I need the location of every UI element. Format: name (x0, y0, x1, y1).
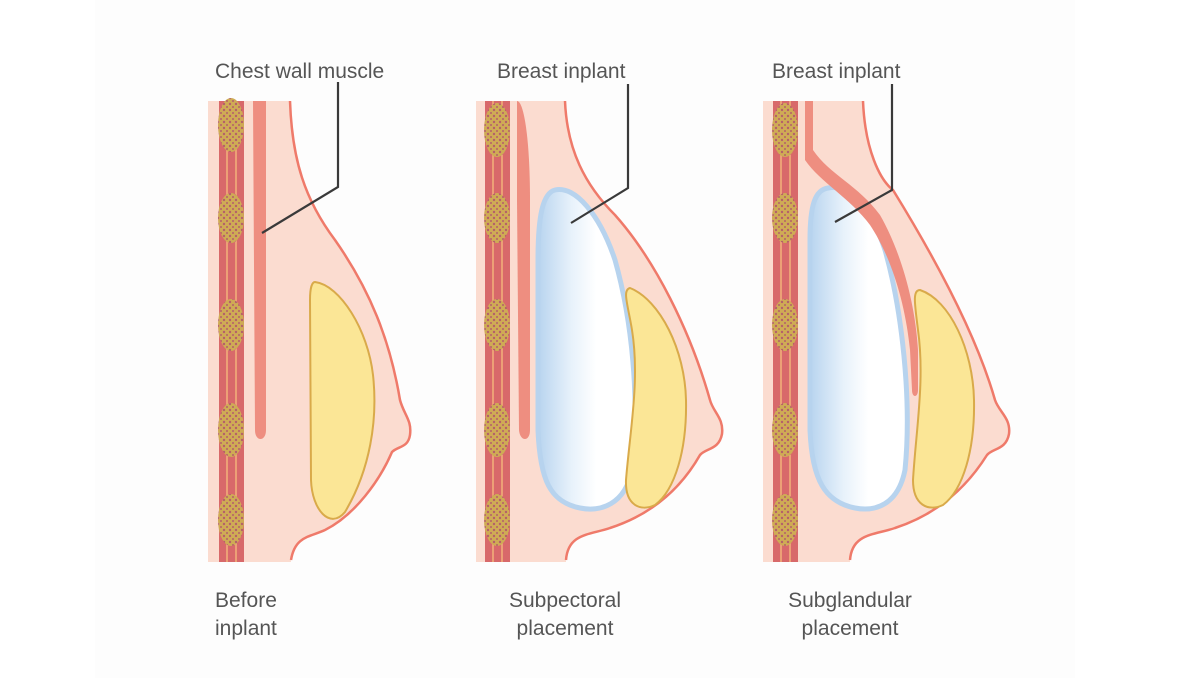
leader-line (834, 84, 894, 223)
breast-implant (535, 186, 638, 512)
caption-line: inplant (215, 617, 277, 640)
ribs (218, 98, 244, 546)
mammary-gland (911, 288, 976, 509)
chest-wall-muscle (805, 101, 918, 396)
panel-subpectoral (476, 84, 724, 562)
caption-line: placement (801, 617, 899, 640)
leader-line (570, 84, 630, 224)
caption-subpectoral: Subpectoral placement (490, 587, 640, 643)
callout-breast-implant-subglandular: Breast inplant (772, 60, 901, 83)
callout-chest-wall-muscle: Chest wall muscle (215, 60, 385, 83)
ribs (484, 103, 510, 546)
caption-line: placement (516, 617, 614, 640)
mammary-gland (308, 280, 376, 520)
skin-outline (288, 100, 412, 561)
caption-line: Subpectoral (508, 589, 622, 612)
caption-line: Before (215, 589, 277, 612)
callout-breast-implant-subpectoral: Breast inplant (497, 60, 626, 83)
caption-subglandular: Subglandular placement (770, 587, 930, 643)
chest-wall-muscle (253, 101, 266, 439)
leader-line (261, 82, 340, 234)
panel-subglandular (763, 84, 1011, 562)
mammary-gland (624, 286, 688, 509)
chest-wall-muscle (517, 101, 530, 439)
panel-before (208, 82, 412, 562)
caption-before-implant: Before inplant (215, 587, 277, 643)
skin-outline (563, 100, 724, 561)
ribs (772, 103, 798, 546)
caption-line: Subglandular (788, 589, 912, 612)
